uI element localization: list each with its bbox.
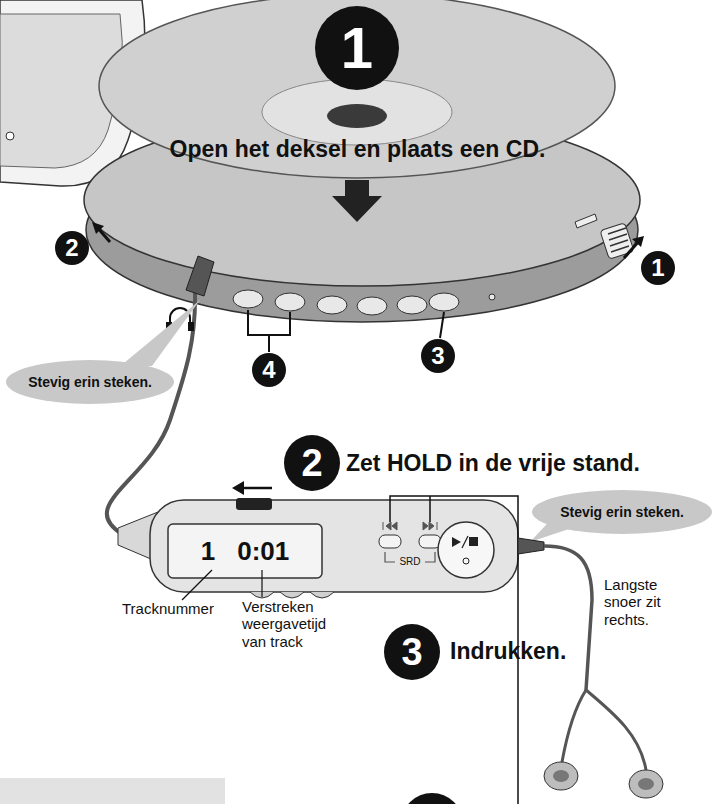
button	[275, 293, 305, 311]
hold-slider	[236, 498, 272, 510]
note-box	[0, 778, 225, 804]
headphone-symbol	[188, 322, 194, 331]
arrowhead	[232, 481, 244, 495]
prev-symbol	[383, 522, 397, 530]
number-text: 2	[301, 444, 322, 482]
button	[233, 290, 263, 308]
bubble-text: Stevig erin steken.	[560, 505, 684, 519]
indicator	[489, 294, 495, 300]
bubble-tail	[118, 300, 200, 368]
cd-hole	[327, 104, 387, 128]
play-symbol	[452, 537, 461, 547]
remote-body	[150, 500, 518, 592]
display-value: 0:01	[237, 538, 289, 564]
leader-line	[440, 312, 444, 338]
button-label: SRD	[395, 556, 425, 568]
earphone-cable	[562, 690, 646, 770]
number-text: 3	[401, 633, 422, 671]
cd-disc	[99, 0, 615, 178]
earphone	[638, 778, 654, 790]
leader-line	[182, 570, 212, 600]
button	[317, 296, 347, 314]
stop-symbol	[469, 537, 478, 546]
part-label: Tracknummer	[122, 600, 232, 617]
step-instruction: Indrukken.	[450, 638, 600, 664]
cord	[107, 292, 195, 534]
lid-dot	[6, 132, 14, 140]
plug	[186, 256, 214, 296]
next-symbol	[423, 522, 437, 530]
leader-line	[261, 570, 262, 597]
player-buttons	[233, 290, 495, 315]
button	[379, 535, 401, 548]
note-text: Langste snoer zit rechts.	[604, 576, 699, 628]
earphone	[544, 762, 578, 790]
open-switch	[575, 214, 634, 259]
step-circle	[401, 793, 463, 804]
switch-ribs	[608, 228, 629, 252]
step-instruction: Zet HOLD in de vrije stand.	[346, 450, 706, 476]
arrowhead	[92, 222, 104, 234]
leader-bracket	[248, 310, 290, 352]
insert-arrow	[332, 180, 382, 222]
step-number: 2	[284, 435, 340, 491]
arrowhead	[632, 236, 644, 247]
callout-number: 4	[252, 353, 286, 387]
speech-bubble: Stevig erin steken.	[532, 490, 712, 534]
plug	[518, 538, 544, 554]
lcd-display: 1 0:01	[168, 524, 322, 578]
part-label: Verstreken weergavetijd van track	[242, 598, 342, 650]
hold-arrow	[240, 487, 272, 490]
display-value: 1	[201, 538, 215, 564]
power-symbol	[463, 558, 469, 564]
slot	[575, 214, 597, 228]
earphone	[629, 770, 663, 798]
button	[397, 296, 427, 314]
earphone	[553, 770, 569, 782]
lcd-frame	[168, 524, 322, 578]
number-text: 1	[651, 256, 664, 280]
earphone-cable	[544, 546, 592, 690]
number-text: 3	[431, 344, 444, 368]
button	[429, 293, 459, 311]
step-number: 3	[384, 624, 440, 680]
number-text: 4	[262, 358, 275, 382]
speech-bubble: Stevig erin steken.	[6, 360, 174, 404]
play-button	[438, 522, 494, 578]
callout-number: 1	[641, 251, 675, 285]
callout-number: 2	[55, 231, 89, 265]
number-text: 2	[65, 236, 78, 260]
step-number: 1	[315, 6, 399, 90]
bubble-text: Stevig erin steken.	[28, 375, 152, 389]
bubble-shape	[6, 360, 174, 404]
button	[357, 297, 387, 315]
step-instruction: Open het deksel en plaats een CD.	[100, 136, 615, 162]
play-symbol	[462, 536, 468, 548]
bubble-shape	[532, 490, 712, 534]
callout-number: 3	[421, 339, 455, 373]
number-text: 1	[341, 19, 373, 77]
